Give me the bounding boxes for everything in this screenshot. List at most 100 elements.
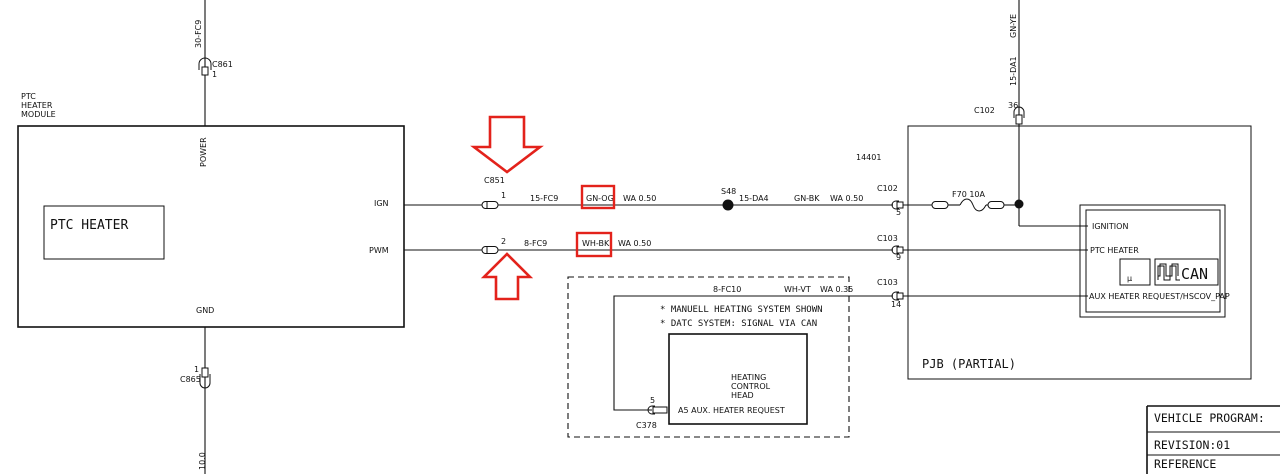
connector-c378-icon [647,405,655,415]
ign-connector: C851 [484,176,505,185]
microprocessor-icon: µ [1127,274,1132,283]
connector-c102-pin36-icon [1013,106,1025,118]
connector-c861-icon [198,57,212,70]
top-feed-circuit: 30-FC9 [194,20,203,48]
fuse-terminal-left-icon [931,201,949,209]
pwm-wire-spec: WA 0.50 [618,239,651,248]
pjb-input-ptc-heater: PTC HEATER [1090,246,1139,255]
can-label: CAN [1181,265,1208,283]
top-feed-pin: 1 [212,70,217,79]
ptc-heater-module: PTC HEATER MODULE PTC HEATER POWER IGN P… [17,92,405,328]
pin-power-label: POWER [199,137,208,167]
head-signal-label: A5 AUX. HEATER REQUEST [678,406,785,415]
ign-wire-color2: GN-BK [794,194,820,203]
fuse-icon [959,198,987,212]
pjb-top-circuit: 15-DA1 [1009,56,1018,86]
ign-circuit: 15-FC9 [530,194,558,203]
connector-c103-pin14-socket-icon [896,292,904,300]
pwm-dest-pin: 9 [896,253,901,262]
head-label-line3: HEAD [731,391,754,400]
fuse-label: F70 10A [952,190,986,199]
module-caption-line2: HEATER [21,101,53,110]
pwm-circuit: 8-FC9 [524,239,547,248]
head-label-line1: HEATING [731,373,766,382]
microprocessor-icon-box [1119,258,1151,286]
pjb-box [907,125,1252,380]
connector-c851-pin2-icon [481,246,499,254]
ign-wire-spec2: WA 0.50 [830,194,863,203]
module-caption-line1: PTC [21,92,36,101]
pjb-part-number: 14401 [856,153,881,162]
datc-option-box: 8-FC10 WH-VT WA 0.35 * MANUELL HEATING S… [567,276,904,438]
bottom-ground-wire: 1 C865 10.0 [180,327,211,474]
connector-c861-pin-icon [201,66,209,76]
pwm-connector-pin: 2 [501,237,506,246]
title-reference: REFERENCE [1154,457,1216,471]
datc-wire-spec: WA 0.35 [820,285,853,294]
ign-wire-run: C851 1 15-FC9 GN-OG WA 0.50 S48 15-DA4 G… [404,176,904,217]
datc-dest-connector: C103 [877,278,898,287]
connector-c865-pin-icon [201,367,209,378]
title-vehicle-program: VEHICLE PROGRAM: [1154,411,1265,425]
pjb-top-color: GN-YE [1009,14,1018,38]
connector-c865-icon [199,374,211,389]
ign-wire-color: GN-OG [586,194,614,203]
connector-c103-pin9-icon [891,245,899,255]
ign-dest-connector: C102 [877,184,898,193]
heating-control-head-box [668,333,808,425]
datc-dashed-border [567,276,850,438]
connector-c102-pin5-icon [891,200,899,210]
pjb-input-ignition: IGNITION [1092,222,1128,231]
ign-connector-pin: 1 [501,191,506,200]
head-label-line2: CONTROL [731,382,771,391]
datc-wire-color: WH-VT [784,285,811,294]
connector-c103-pin14-icon [891,291,899,301]
datc-note-1: * MANUELL HEATING SYSTEM SHOWN [660,305,823,315]
pwm-wire-color: WH-BK [582,239,610,248]
datc-note-2: * DATC SYSTEM: SIGNAL VIA CAN [660,319,817,329]
module-caption-line3: MODULE [21,110,56,119]
head-connector: C378 [636,421,657,430]
down-arrow-icon [470,115,544,174]
top-feed-connector: C861 [212,60,233,69]
title-block: VEHICLE PROGRAM: REVISION:01 REFERENCE [1146,405,1280,474]
pjb-top-pin: 36 [1008,101,1018,110]
pin-pwm-label: PWM [369,246,389,255]
module-box [17,125,405,328]
connector-c851-pin1-icon [481,201,499,209]
bottom-ground-connector: C865 [180,375,201,384]
module-inner-box [43,205,165,260]
connector-c378-socket-icon [652,406,668,414]
pjb-label: PJB (PARTIAL) [922,357,1016,371]
pjb-inner-outer-box [1079,204,1226,318]
up-arrow-icon [480,252,534,301]
ign-splice-label: S48 [721,187,736,196]
pjb-node-icon [1014,199,1024,209]
pin-gnd-label: GND [196,306,214,315]
bottom-ground-pin: 1 [194,365,199,374]
pwm-wire-run: 2 8-FC9 WH-BK WA 0.50 C103 9 [404,231,904,262]
pjb-input-aux-request: AUX HEATER REQUEST/HSCOV_PAP [1089,292,1230,301]
head-connector-pin: 5 [650,396,655,405]
ign-color-highlight [580,184,616,210]
fuse-terminal-right-icon [987,201,1005,209]
title-revision: REVISION:01 [1154,438,1230,452]
ign-circuit2: 15-DA4 [739,194,769,203]
can-waveform-icon [1157,265,1180,281]
top-feed-wire: 30-FC9 C861 1 [194,0,233,126]
pjb-module: 14401 PJB (PARTIAL) GN-YE 15-DA1 C102 36… [856,0,1252,380]
ign-dest-pin: 5 [896,208,901,217]
bottom-ground-size: 10.0 [198,452,207,470]
can-waveform-icon-2 [1158,263,1179,277]
module-inner-label: PTC HEATER [50,218,128,233]
pin-ign-label: IGN [374,199,389,208]
datc-signal-wire [613,295,893,411]
can-bus-icon-box [1154,258,1219,286]
ign-wire-spec: WA 0.50 [623,194,656,203]
datc-circuit: 8-FC10 [713,285,741,294]
pjb-top-connector: C102 [974,106,995,115]
pwm-dest-connector: C103 [877,234,898,243]
datc-dest-pin: 14 [891,300,901,309]
